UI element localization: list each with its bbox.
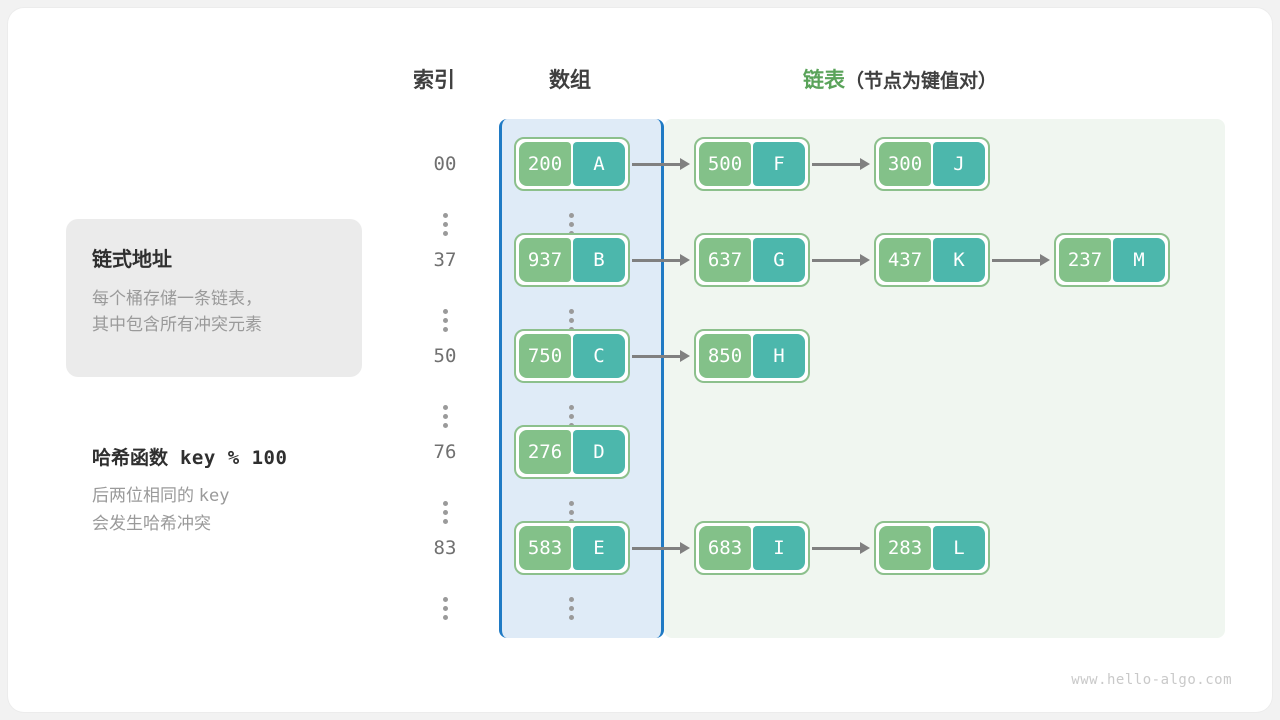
note-chaining-line2: 其中包含所有冲突元素 <box>92 315 262 335</box>
note-hash-body: 后两位相同的 key 会发生哈希冲突 <box>92 482 392 537</box>
diagram-card: 索引 数组 链表（节点为键值对） 链式地址 每个桶存储一条链表， 其中包含所有冲… <box>8 8 1272 712</box>
index-ellipsis <box>440 309 450 332</box>
header-linked-list: 链表（节点为键值对） <box>803 64 997 94</box>
node-key: 283 <box>879 526 931 570</box>
index-ellipsis <box>440 597 450 620</box>
note-hash-title: 哈希函数 key % 100 <box>92 443 392 470</box>
note-chaining-body: 每个桶存储一条链表， 其中包含所有冲突元素 <box>92 286 336 339</box>
index-label: 83 <box>433 537 457 559</box>
chain-arrow <box>632 254 690 266</box>
note-hash-line1: 后两位相同的 key <box>92 482 392 510</box>
node-value: I <box>753 526 805 570</box>
index-label: 50 <box>433 345 457 367</box>
chain-arrow <box>632 350 690 362</box>
node-key: 437 <box>879 238 931 282</box>
node-value: M <box>1113 238 1165 282</box>
node-key: 750 <box>519 334 571 378</box>
node-value: K <box>933 238 985 282</box>
note-hash-line2: 会发生哈希冲突 <box>92 514 211 534</box>
node-key: 200 <box>519 142 571 186</box>
chain-arrow <box>812 254 870 266</box>
note-hash-title-code: key % 100 <box>179 447 288 469</box>
note-hash-line1-code: key <box>198 486 230 506</box>
node-key: 300 <box>879 142 931 186</box>
header-linked-list-sub: （节点为键值对） <box>845 71 998 92</box>
header-array: 数组 <box>549 69 591 92</box>
chain-arrow <box>992 254 1050 266</box>
node-key: 937 <box>519 238 571 282</box>
node-key: 583 <box>519 526 571 570</box>
index-ellipsis <box>440 501 450 524</box>
index-ellipsis <box>440 213 450 236</box>
node-key: 500 <box>699 142 751 186</box>
index-label: 37 <box>433 249 457 271</box>
node-value: G <box>753 238 805 282</box>
array-ellipsis <box>566 597 576 620</box>
note-chaining: 链式地址 每个桶存储一条链表， 其中包含所有冲突元素 <box>66 219 362 377</box>
note-hash-function: 哈希函数 key % 100 后两位相同的 key 会发生哈希冲突 <box>92 443 392 537</box>
note-chaining-title: 链式地址 <box>92 249 172 271</box>
node-key: 683 <box>699 526 751 570</box>
node-value: H <box>753 334 805 378</box>
note-chaining-line1: 每个桶存储一条链表， <box>92 289 262 308</box>
index-label: 76 <box>433 441 457 463</box>
index-label: 00 <box>433 153 457 175</box>
chain-arrow <box>632 542 690 554</box>
node-value: F <box>753 142 805 186</box>
note-hash-line1-text: 后两位相同的 <box>92 486 194 505</box>
header-index: 索引 <box>413 69 455 92</box>
chain-arrow <box>812 158 870 170</box>
note-hash-title-text: 哈希函数 <box>92 448 169 469</box>
node-value: E <box>573 526 625 570</box>
node-key: 276 <box>519 430 571 474</box>
watermark: www.hello-algo.com <box>1071 672 1232 688</box>
node-key: 850 <box>699 334 751 378</box>
header-linked-list-accent: 链表 <box>803 69 845 92</box>
node-key: 237 <box>1059 238 1111 282</box>
chain-arrow <box>632 158 690 170</box>
node-value: D <box>573 430 625 474</box>
chain-arrow <box>812 542 870 554</box>
node-value: A <box>573 142 625 186</box>
node-value: J <box>933 142 985 186</box>
node-key: 637 <box>699 238 751 282</box>
node-value: C <box>573 334 625 378</box>
node-value: L <box>933 526 985 570</box>
node-value: B <box>573 238 625 282</box>
index-ellipsis <box>440 405 450 428</box>
